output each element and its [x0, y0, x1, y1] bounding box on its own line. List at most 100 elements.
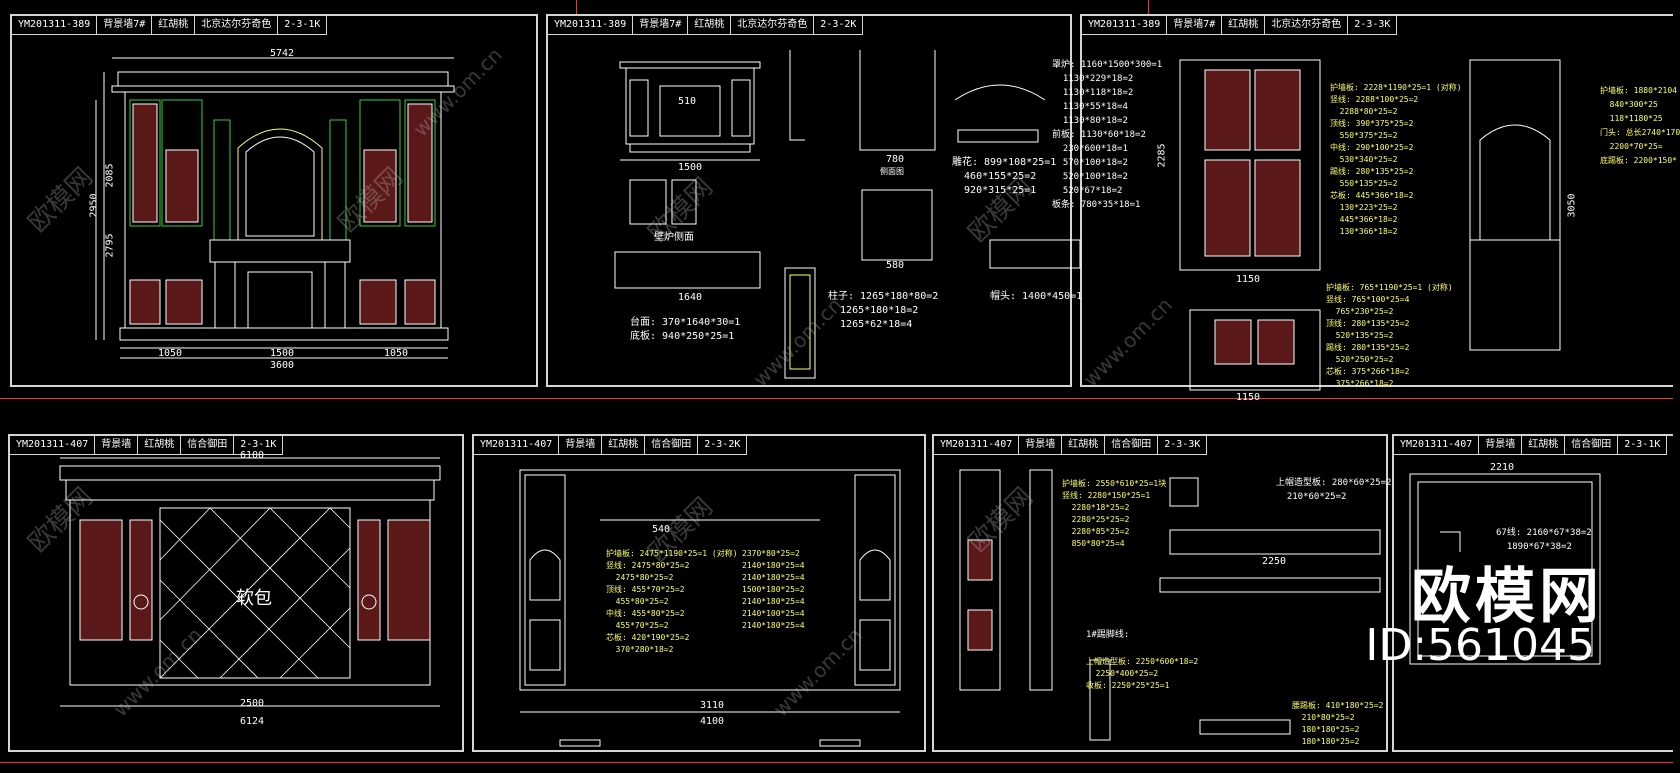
sheet-4-titlebar: YM201311-407 背景墙 红胡桃 信合御田 2-3-1K — [10, 436, 284, 455]
spec-s2-main: 罩炉: 1160*1500*300=1 1130*229*18=2 1130*1… — [1052, 60, 1163, 210]
sheet-wood: 红胡桃 — [602, 436, 646, 454]
sheet-4: YM201311-407 背景墙 红胡桃 信合御田 2-3-1K — [8, 434, 464, 752]
sheet-5: YM201311-407 背景墙 红胡桃 信合御田 2-3-2K — [472, 434, 926, 752]
sheet-num: 2-3-1K — [278, 16, 328, 34]
dim-s3-h2: 3050 — [1566, 193, 1578, 218]
sheet-4-elevation — [59, 457, 441, 707]
sheet-5-titlebar: YM201311-407 背景墙 红胡桃 信合御田 2-3-2K — [474, 436, 748, 455]
dim-s1-b2: 1500 — [270, 348, 295, 359]
sheet-type: 背景墙 — [1019, 436, 1063, 454]
sheet-wood: 红胡桃 — [688, 16, 732, 34]
sheet-client: 北京达尔芬奇色 — [1265, 16, 1349, 34]
sheet-type: 背景墙 — [559, 436, 603, 454]
dim-s5-total: 4100 — [700, 716, 725, 727]
spec-s6-top: 上帽造型板: 280*60*25=2 210*60*25=2 — [1276, 478, 1392, 502]
sheet-7-frame — [1409, 473, 1601, 665]
spec-s3-right: 护墙板: 1880*2104 840*300*25 118*1180*25 门头… — [1600, 86, 1680, 165]
sheet-3-titlebar: YM201311-389 背景墙7# 红胡桃 北京达尔芬奇色 2-3-3K — [1082, 16, 1398, 35]
dim-s5-center: 540 — [652, 524, 671, 535]
sheet-client: 北京达尔芬奇色 — [731, 16, 815, 34]
spec-s3-lower: 护墙板: 765*1190*25=1 (对称) 竖线: 765*100*25=4… — [1326, 283, 1453, 388]
dim-s2-base: 1640 — [678, 292, 703, 303]
sheet-wood: 红胡桃 — [1522, 436, 1566, 454]
spec-s5-right: 2370*80*25=2 2140*180*25=4 2140*180*25=4… — [742, 549, 805, 630]
dim-s4-mid: 2500 — [240, 698, 265, 709]
sheet-type: 背景墙7# — [97, 16, 153, 34]
sheet-6-titlebar: YM201311-407 背景墙 红胡桃 信合御田 2-3-3K — [934, 436, 1208, 455]
spec-s6-left: 护墙板: 2550*610*25=1块 竖线: 2280*150*25=1 22… — [1062, 479, 1167, 548]
sheet-2-titlebar: YM201311-389 背景墙7# 红胡桃 北京达尔芬奇色 2-3-2K — [548, 16, 864, 35]
sheet-6-details — [959, 469, 1381, 741]
sheet-code: YM201311-407 — [474, 436, 560, 454]
spec-s6-label: 1#踢脚线: — [1086, 630, 1130, 640]
sheet-client: 信合御田 — [645, 436, 699, 454]
sheet-num: 2-3-2K — [698, 436, 748, 454]
sheet-num: 2-3-3K — [1348, 16, 1398, 34]
dim-s7-w: 2210 — [1490, 462, 1515, 473]
s2-side-panel-label: 壁炉侧面 — [654, 232, 694, 243]
sheet-code: YM201311-407 — [934, 436, 1020, 454]
sheet-client: 信合御田 — [181, 436, 235, 454]
dim-s2-center: 510 — [678, 96, 697, 107]
sheet-code: YM201311-389 — [548, 16, 634, 34]
spec-s5-left: 护墙板: 2475*1190*25=1 (对称) 竖线: 2475*80*25=… — [606, 549, 738, 654]
sheet-client: 信合御田 — [1565, 436, 1619, 454]
sheet-3: YM201311-389 背景墙7# 红胡桃 北京达尔芬奇色 2-3-3K — [1080, 14, 1673, 387]
sheet-type: 背景墙7# — [633, 16, 689, 34]
row-divider-top — [0, 398, 1673, 399]
sheet-wood: 红胡桃 — [1222, 16, 1266, 34]
sheet-7: YM201311-407 背景墙 红胡桃 信合御田 2-3-1K — [1392, 434, 1673, 752]
dim-s1-bottom: 3600 — [270, 360, 295, 371]
spec-s2-head: 帽头: 1400*450=1 — [990, 291, 1083, 302]
dim-s2-width: 1500 — [678, 162, 703, 173]
sheet-num: 2-3-1K — [234, 436, 284, 454]
sheet-code: YM201311-407 — [10, 436, 96, 454]
sheet-code: YM201311-389 — [1082, 16, 1168, 34]
sheet-1-titlebar: YM201311-389 背景墙7# 红胡桃 北京达尔芬奇色 2-3-1K — [12, 16, 328, 35]
spec-s2-column: 柱子: 1265*180*80=2 1265*180*18=2 1265*62*… — [828, 291, 939, 330]
dim-s1-b3: 1050 — [384, 348, 409, 359]
spec-s7-line: 67线: 2160*67*38=2 1890*67*38=2 — [1496, 528, 1592, 552]
spec-s6-corner: 腰踢板: 410*180*25=2 210*80*25=2 180*180*25… — [1292, 701, 1384, 746]
soft-pack-label: 软包 — [236, 588, 272, 609]
sheet-2-details — [614, 50, 1081, 379]
sheet-type: 背景墙 — [1479, 436, 1523, 454]
sheet-7-titlebar: YM201311-407 背景墙 红胡桃 信合御田 2-3-1K — [1394, 436, 1668, 455]
spec-s2-counter: 台面: 370*1640*30=1 底板: 940*250*25=1 — [630, 317, 741, 342]
sheet-code: YM201311-407 — [1394, 436, 1480, 454]
brand-logo-text: 欧模网 — [1411, 562, 1603, 632]
dim-s6-w: 2250 — [1262, 556, 1287, 567]
dim-s4-bottom: 6124 — [240, 716, 265, 727]
sheet-1: YM201311-389 背景墙7# 红胡桃 北京达尔芬奇色 2-3-1K — [10, 14, 538, 387]
dim-s2-slab2: 580 — [886, 260, 905, 271]
dim-s3-w1: 1150 — [1236, 274, 1261, 285]
sheet-num: 2-3-2K — [814, 16, 864, 34]
spec-s2-carving: 雕花: 899*108*25=1 460*155*25=2 920*315*25… — [952, 157, 1057, 196]
col-divider-1 — [576, 0, 577, 14]
dim-s4-top: 6100 — [240, 450, 265, 461]
spec-s3-upper: 护墙板: 2228*1190*25=1 (对称) 竖线: 2288*100*25… — [1330, 83, 1462, 236]
dim-s5-mid: 3110 — [700, 700, 725, 711]
spec-s6-bottom: 上帽造型板: 2250*600*18=2 2250*400*25=2 收板: 2… — [1086, 657, 1199, 690]
sheet-client: 北京达尔芬奇色 — [195, 16, 279, 34]
sheet-1-elevation — [95, 57, 455, 359]
sheet-wood: 红胡桃 — [138, 436, 182, 454]
sheet-3-elevations — [1179, 59, 1561, 391]
sheet-type: 背景墙7# — [1167, 16, 1223, 34]
sheet-num: 2-3-1K — [1618, 436, 1668, 454]
dim-s1-b1: 1050 — [158, 348, 183, 359]
sheet-6: YM201311-407 背景墙 红胡桃 信合御田 2-3-3K — [932, 434, 1388, 752]
sheet-wood: 红胡桃 — [152, 16, 196, 34]
dim-s1-top: 5742 — [270, 48, 295, 59]
dim-s2-slab: 780 — [886, 154, 905, 165]
s2-side-label: 侧面图 — [880, 167, 904, 176]
sheet-code: YM201311-389 — [12, 16, 98, 34]
sheet-type: 背景墙 — [95, 436, 139, 454]
dim-s1-h2: 2085 — [104, 163, 116, 188]
col-divider-2 — [1148, 0, 1149, 14]
dim-s3-w2: 1150 — [1236, 392, 1261, 403]
sheet-5-elevation — [519, 469, 901, 747]
brand-id: ID:561045 — [1365, 620, 1595, 671]
sheet-2: YM201311-389 背景墙7# 红胡桃 北京达尔芬奇色 2-3-2K — [546, 14, 1072, 387]
